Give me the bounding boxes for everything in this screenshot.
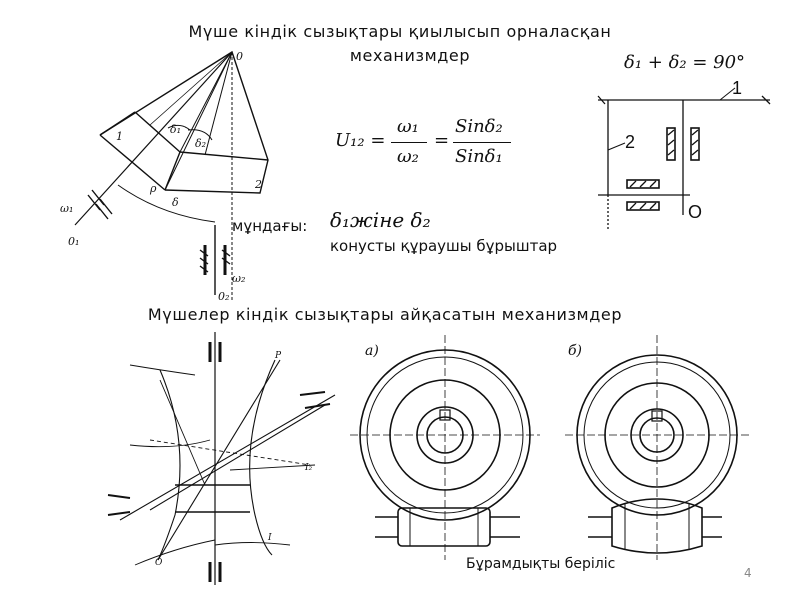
worm-label-b: б): [568, 343, 582, 359]
where-label: мұндағы:: [232, 217, 308, 235]
worm-label-a: а): [365, 343, 379, 359]
cone-label-omega2: ω₂: [232, 272, 245, 285]
hyper-label-o: O: [155, 558, 163, 568]
formula-ratio-num1: ω₁: [397, 116, 419, 137]
where-symbols: δ₁жіне δ₂: [330, 208, 431, 232]
formula-ratio-eq: =: [434, 130, 450, 151]
formula-angle-sum: δ₁ + δ₂ = 90°: [624, 52, 746, 73]
cone-label-d1: δ₁: [170, 123, 181, 136]
top-title-line1: Мүше кіндік сызықтары қиылысып орналасқа…: [188, 22, 612, 41]
formula-ratio-den1: ω₂: [397, 146, 419, 167]
scheme-label-o: O: [688, 202, 702, 222]
scheme-label-1: 1: [732, 78, 742, 98]
cone-label-gear2: 2: [254, 178, 262, 191]
bottom-title: Мүшелер кіндік сызықтары айқасатын механ…: [147, 305, 623, 324]
scheme-label-2: 2: [625, 132, 635, 152]
cone-label-o1: 0₁: [68, 235, 79, 248]
axis-1: [74, 51, 233, 226]
hyper-label-p: P: [274, 351, 282, 361]
hyper-label-i2: I₂: [304, 463, 313, 473]
formula-ratio-num2: Sinδ₂: [455, 116, 503, 137]
hyper-label-i: I: [267, 533, 272, 543]
formula-ratio-den2: Sinδ₁: [455, 146, 503, 167]
worm-gear-caption: Бұрамдықты беріліс: [466, 556, 616, 572]
cone-label-omega1: ω₁: [60, 202, 73, 215]
cone-label-apex: 0: [236, 50, 243, 63]
page-number: 4: [744, 566, 752, 580]
formula-ratio-bar2: [453, 142, 511, 143]
formula-ratio-lhs: U₁₂ =: [335, 130, 386, 151]
cone-angles-text: конусты құраушы бұрыштар: [330, 237, 558, 255]
cone-label-o2: 0₂: [218, 290, 229, 303]
cone-label-rho: ρ: [149, 182, 157, 195]
cone-label-delta: δ: [172, 196, 179, 209]
top-title-line2: механизмдер: [349, 46, 471, 65]
cone-label-d2: δ₂: [195, 137, 206, 150]
cone-label-gear1: 1: [116, 130, 123, 143]
formula-ratio-bar1: [391, 142, 427, 143]
